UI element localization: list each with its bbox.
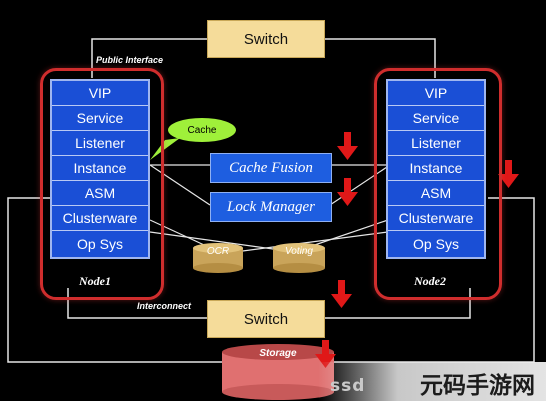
bottom-switch: Switch <box>207 300 325 338</box>
node1-layer-listener: Listener <box>52 131 148 156</box>
arrow-down-icon <box>331 280 352 308</box>
voting-disk-icon <box>273 243 325 273</box>
lock-manager-banner: Lock Manager <box>210 192 332 222</box>
node1-layer-asm: ASM <box>52 181 148 206</box>
node2-layer-instance: Instance <box>388 156 484 181</box>
storage-label: Storage <box>259 347 297 359</box>
node1-layer-vip: VIP <box>52 81 148 106</box>
node2-layer-vip: VIP <box>388 81 484 106</box>
watermark-url: ssd <box>330 376 366 396</box>
node1-frame <box>40 68 164 300</box>
arrow-down-icon <box>337 178 358 206</box>
node2-layer-listener: Listener <box>388 131 484 156</box>
watermark-band <box>318 362 546 401</box>
interconnect-label: Interconnect <box>137 301 192 311</box>
arrow-down-icon <box>498 160 519 188</box>
watermark-text: 元码手游网 <box>420 373 535 399</box>
arrow-down-icon <box>315 340 336 368</box>
node2-layer-opsys: Op Sys <box>413 235 459 252</box>
public-interface-label: Public Interface <box>96 55 164 65</box>
node1-name: Node1 <box>79 274 111 288</box>
ocr-disk-icon <box>193 243 243 273</box>
voting-link-node1 <box>149 231 296 253</box>
lock-link-left <box>149 164 211 206</box>
arrow-down-icon <box>337 132 358 160</box>
node2-frame <box>374 68 502 300</box>
node1-layer-clusterware: Clusterware <box>52 206 148 231</box>
node1-layer-service: Service <box>52 106 148 131</box>
node2-stack: VIP Service Listener Instance ASM Cluste… <box>386 79 486 259</box>
cache-fusion-banner: Cache Fusion <box>210 153 332 183</box>
voting-label: Voting <box>285 245 313 257</box>
red-arrows <box>315 132 519 368</box>
ocr-link-node2 <box>234 231 389 253</box>
ocr-label: OCR <box>206 245 230 257</box>
callout-pointer <box>150 138 180 160</box>
storage-disk-icon <box>222 344 334 400</box>
lock-link-right <box>329 164 391 206</box>
node2-layer-asm: ASM <box>388 181 484 206</box>
node1-layer-instance: Instance <box>52 156 148 181</box>
node1-layer-opsys: Op Sys <box>77 235 123 252</box>
top-switch: Switch <box>207 20 325 58</box>
node2-layer-service: Service <box>388 106 484 131</box>
public-link-node1 <box>91 38 207 78</box>
node2-layer-clusterware: Clusterware <box>388 206 484 231</box>
storage-link-node1 <box>7 197 222 363</box>
node1-stack: VIP Service Listener Instance ASM Cluste… <box>50 79 150 259</box>
node2-name: Node2 <box>414 274 446 288</box>
cache-callout: Cache <box>168 118 236 142</box>
public-link-node2 <box>323 38 436 78</box>
